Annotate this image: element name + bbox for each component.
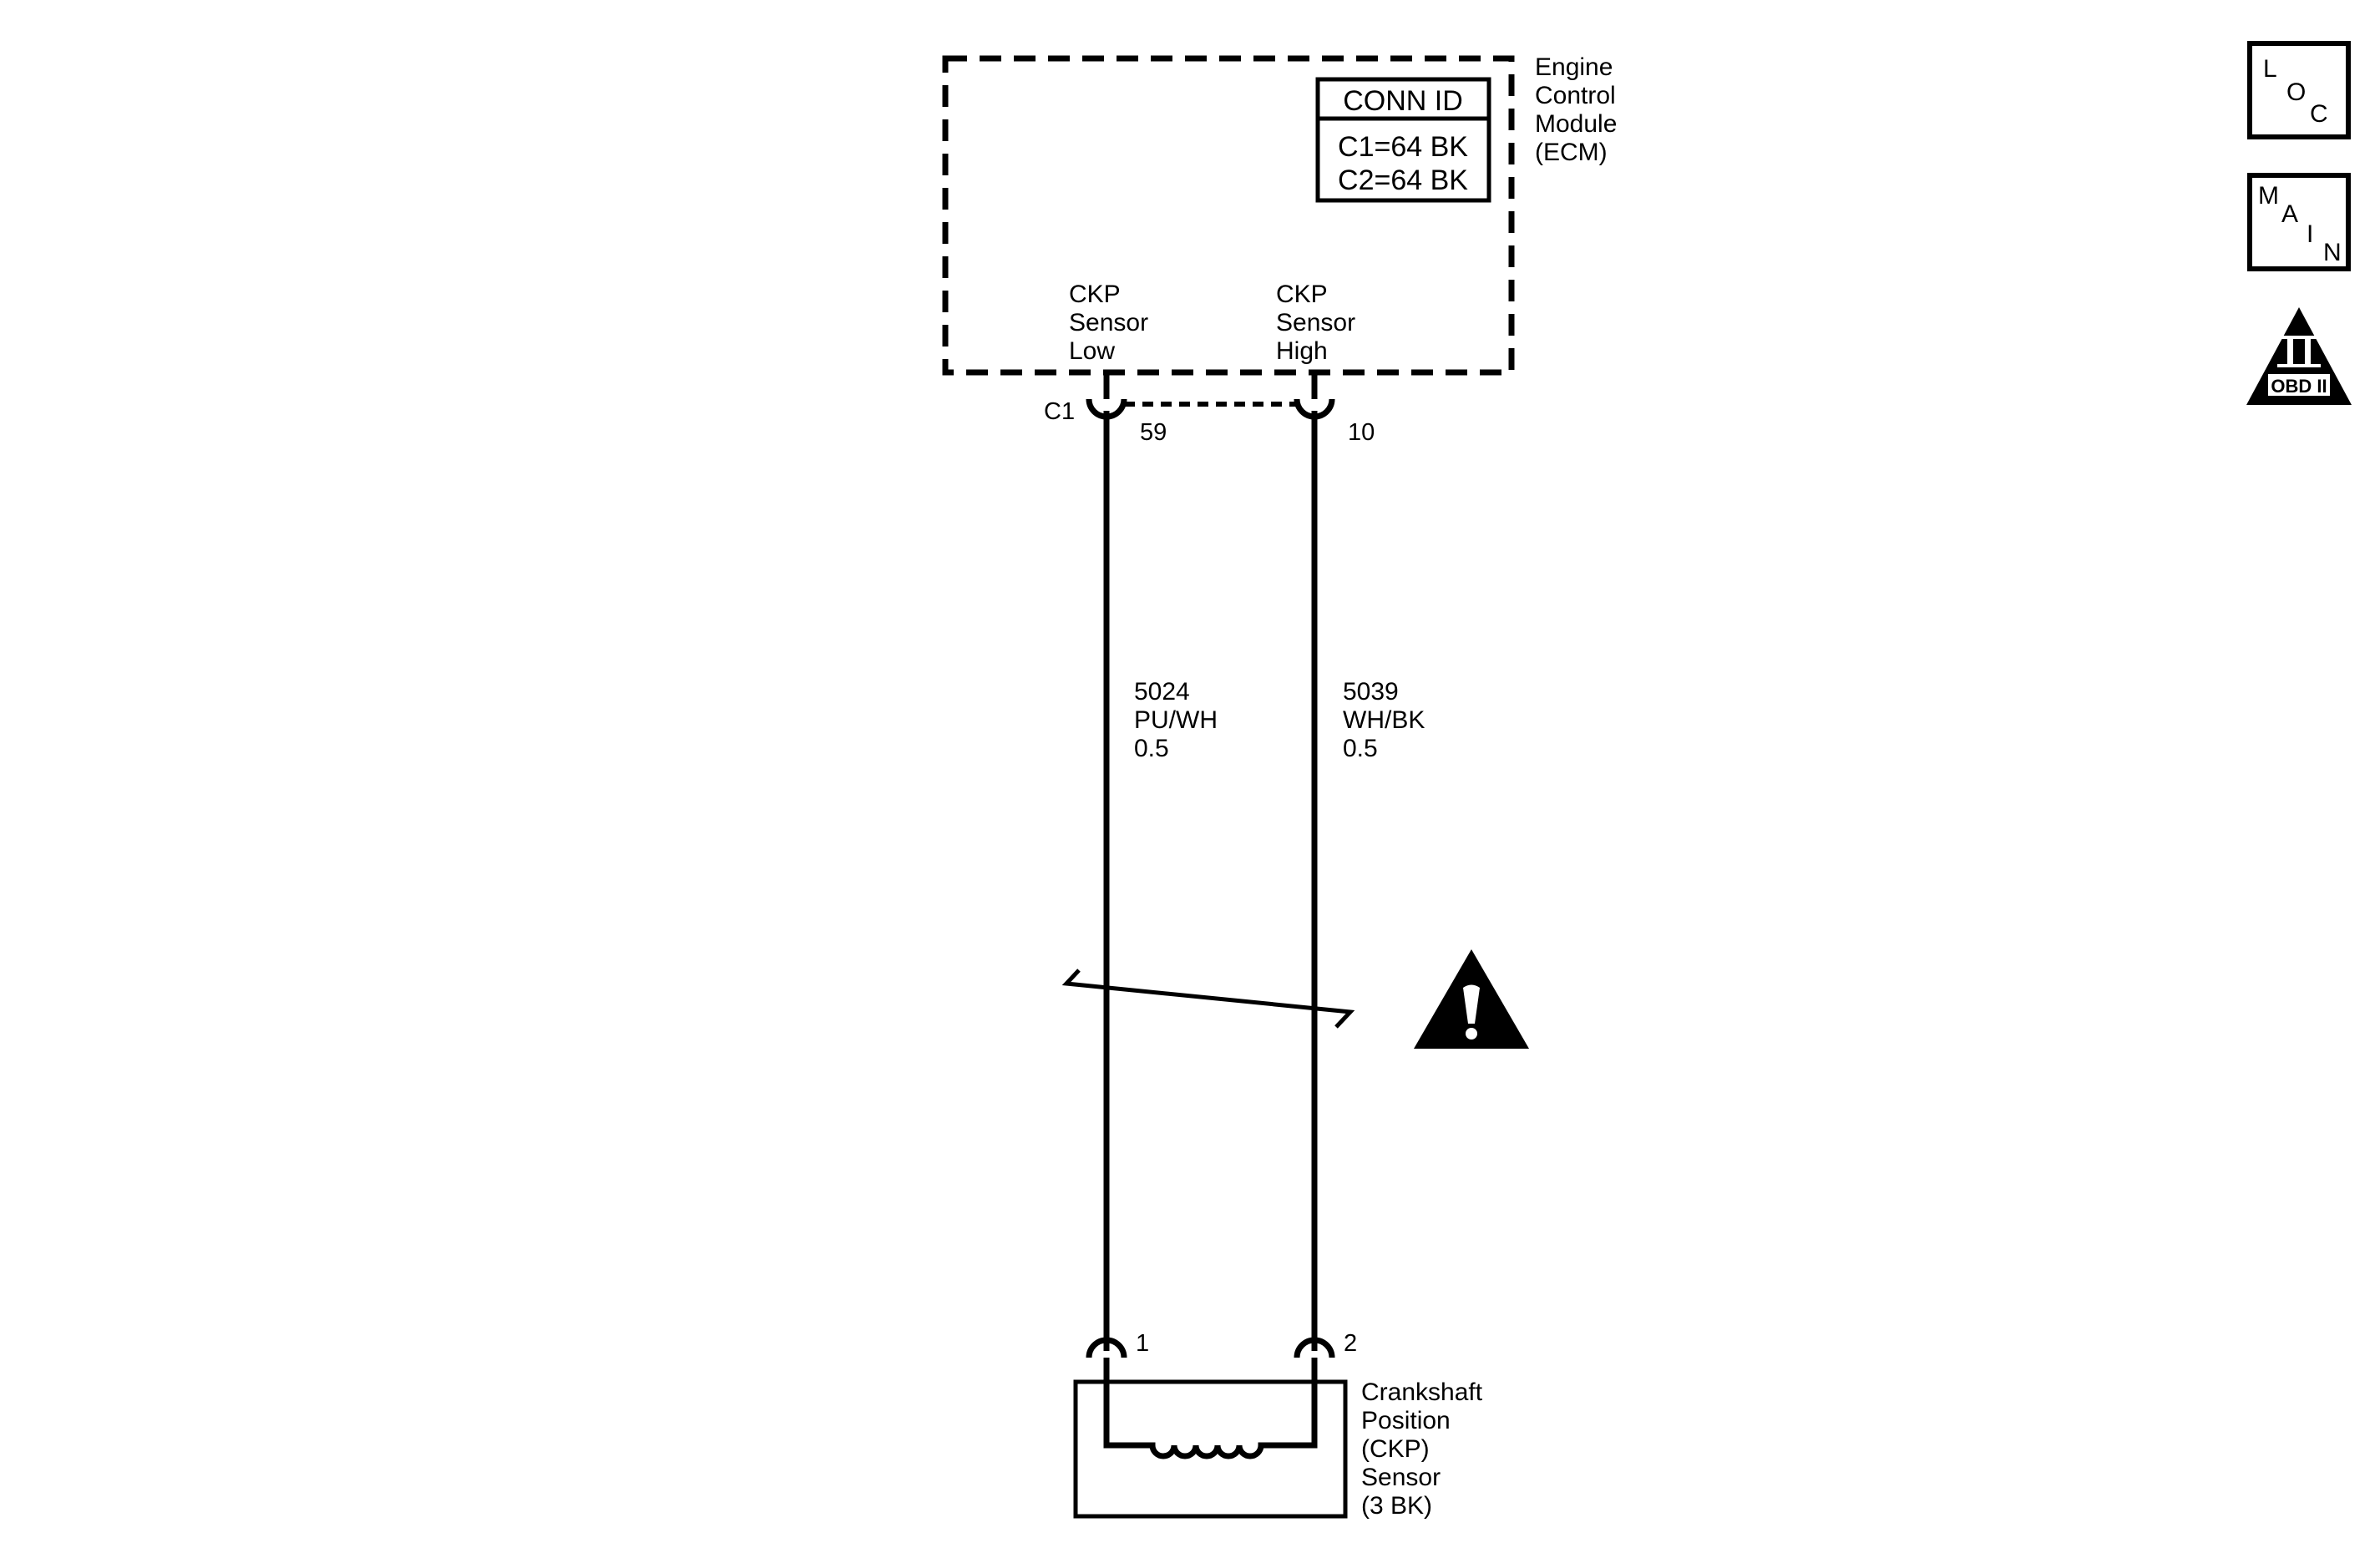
terminal-label-ckp-low: CKP Sensor Low [1069, 281, 1155, 365]
ecm-label: Engine Control Module (ECM) [1535, 53, 1624, 166]
svg-text:C: C [2310, 100, 2328, 128]
conn-id-row-c2: C2=64 BK [1338, 164, 1468, 196]
svg-text:O: O [2286, 78, 2306, 106]
wire-label-5039: 5039 WH/BK 0.5 [1343, 678, 1432, 762]
loc-icon: L O C [2247, 41, 2351, 139]
twisted-pair-marker [1061, 969, 1355, 1029]
pin-number-59: 59 [1140, 419, 1167, 446]
main-icon: M A I N [2247, 173, 2351, 271]
svg-text:I: I [2307, 220, 2313, 248]
svg-text:OBD II: OBD II [2271, 376, 2327, 397]
sensor-pin-2: 2 [1344, 1330, 1357, 1357]
conn-id-box: CONN ID C1=64 BK C2=64 BK [1315, 77, 1491, 203]
sensor-pin-1: 1 [1136, 1330, 1149, 1357]
svg-text:L: L [2263, 55, 2277, 83]
sensor-coil-circuit [1103, 1382, 1318, 1459]
terminal-label-ckp-high: CKP Sensor High [1276, 281, 1362, 365]
conn-id-row-c1: C1=64 BK [1338, 131, 1468, 163]
connector-label-c1: C1 [1044, 398, 1075, 425]
obd2-icon: OBD II [2246, 307, 2352, 405]
sensor-terminal-cup-2 [1294, 1337, 1335, 1358]
ckp-sensor-body [1073, 1379, 1348, 1519]
svg-text:M: M [2258, 182, 2279, 210]
sensor-terminal-cup-1 [1086, 1337, 1127, 1358]
ckp-sensor-label: Crankshaft Position (CKP) Sensor (3 BK) [1361, 1378, 1489, 1520]
caution-icon [1414, 949, 1529, 1049]
svg-text:N: N [2323, 239, 2342, 266]
conn-id-title: CONN ID [1343, 85, 1463, 117]
svg-text:A: A [2281, 200, 2298, 228]
ecm-module-boundary [942, 55, 1515, 376]
wire-label-5024: 5024 PU/WH 0.5 [1134, 678, 1224, 762]
pin-number-10: 10 [1348, 419, 1375, 446]
